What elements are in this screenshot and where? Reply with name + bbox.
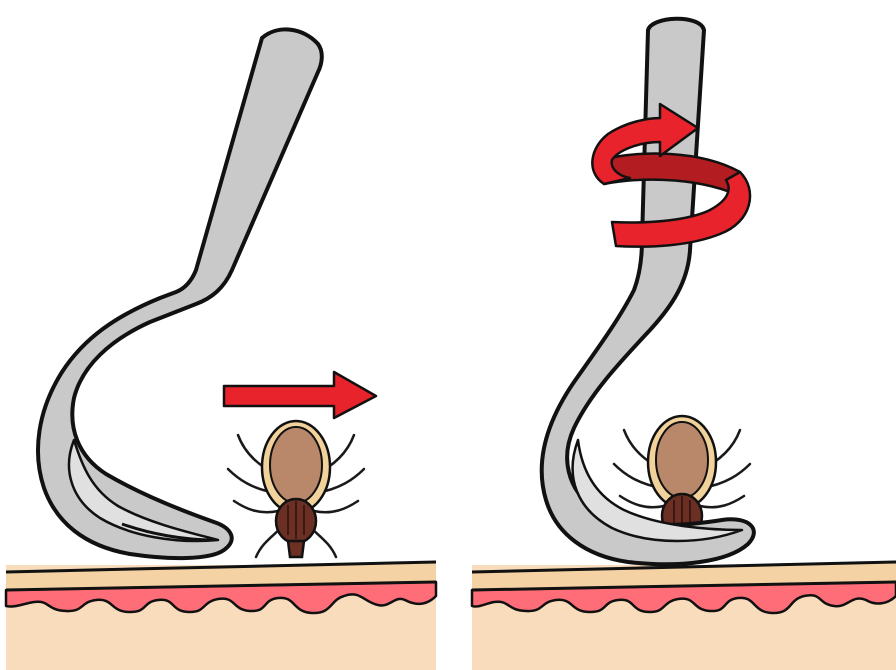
- tick: [228, 421, 364, 557]
- skin-cross-section-2: [472, 562, 896, 670]
- straight-arrow: [224, 372, 376, 418]
- panel-twist-and-lift: [472, 19, 896, 670]
- tick-head: [288, 541, 304, 557]
- tick-shield: [270, 427, 322, 503]
- rotation-arrow: [592, 104, 750, 247]
- skin-cross-section: [6, 562, 436, 670]
- panel-place-hook: [6, 29, 436, 670]
